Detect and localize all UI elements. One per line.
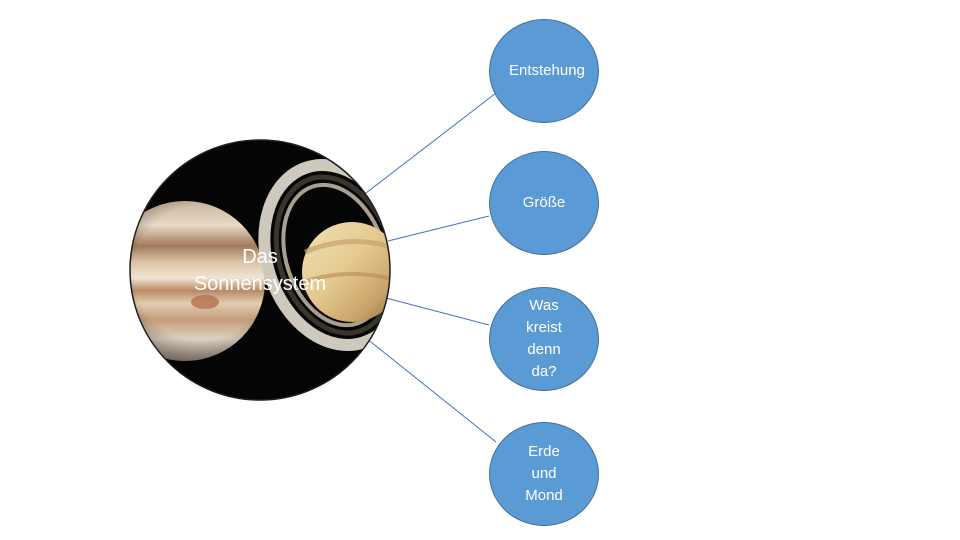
node-erde-mond[interactable]: Erde und Mond — [489, 422, 599, 526]
central-topic-border — [129, 139, 391, 401]
node-label-entstehung: Entstehung — [509, 62, 585, 79]
node-label-groesse: Größe — [522, 194, 566, 211]
connector-was-kreist — [385, 297, 490, 326]
central-topic-image — [130, 140, 390, 400]
node-label-was-kreist: Was kreist denn da? — [526, 297, 562, 380]
connector-erde-mond — [365, 337, 497, 443]
connector-groesse — [387, 215, 490, 242]
node-label-erde-mond: Erde und Mond — [525, 443, 563, 504]
planet-image-jupiter — [130, 201, 265, 361]
node-groesse[interactable]: Größe — [489, 151, 599, 255]
node-was-kreist[interactable]: Was kreist denn da? — [489, 287, 599, 391]
planet-image-saturn — [258, 159, 390, 351]
node-entstehung[interactable]: Entstehung — [489, 19, 599, 123]
connector-entstehung — [365, 92, 497, 194]
central-topic-label: Das Sonnensystem — [193, 246, 327, 295]
